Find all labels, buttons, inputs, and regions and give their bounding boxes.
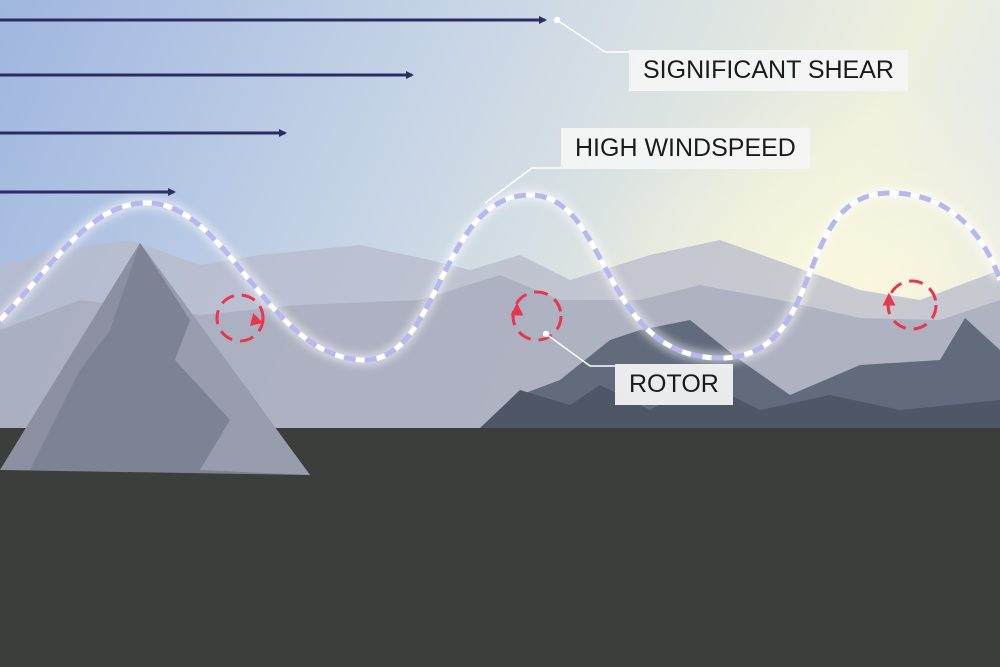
wind-arrows bbox=[0, 16, 547, 196]
significant-shear-label: SIGNIFICANT SHEAR bbox=[629, 50, 908, 91]
rotor-label: ROTOR bbox=[615, 364, 733, 405]
rotor-icon bbox=[215, 293, 265, 343]
rotor-icon bbox=[510, 290, 563, 342]
rotor-icon bbox=[882, 279, 938, 331]
foreground-peak bbox=[0, 243, 310, 475]
leader-lines bbox=[484, 16, 629, 367]
rotors bbox=[215, 279, 938, 343]
high-windspeed-label: HIGH WINDSPEED bbox=[561, 128, 810, 169]
mid-mountains bbox=[480, 318, 1000, 430]
mountain-wave bbox=[0, 186, 1000, 367]
